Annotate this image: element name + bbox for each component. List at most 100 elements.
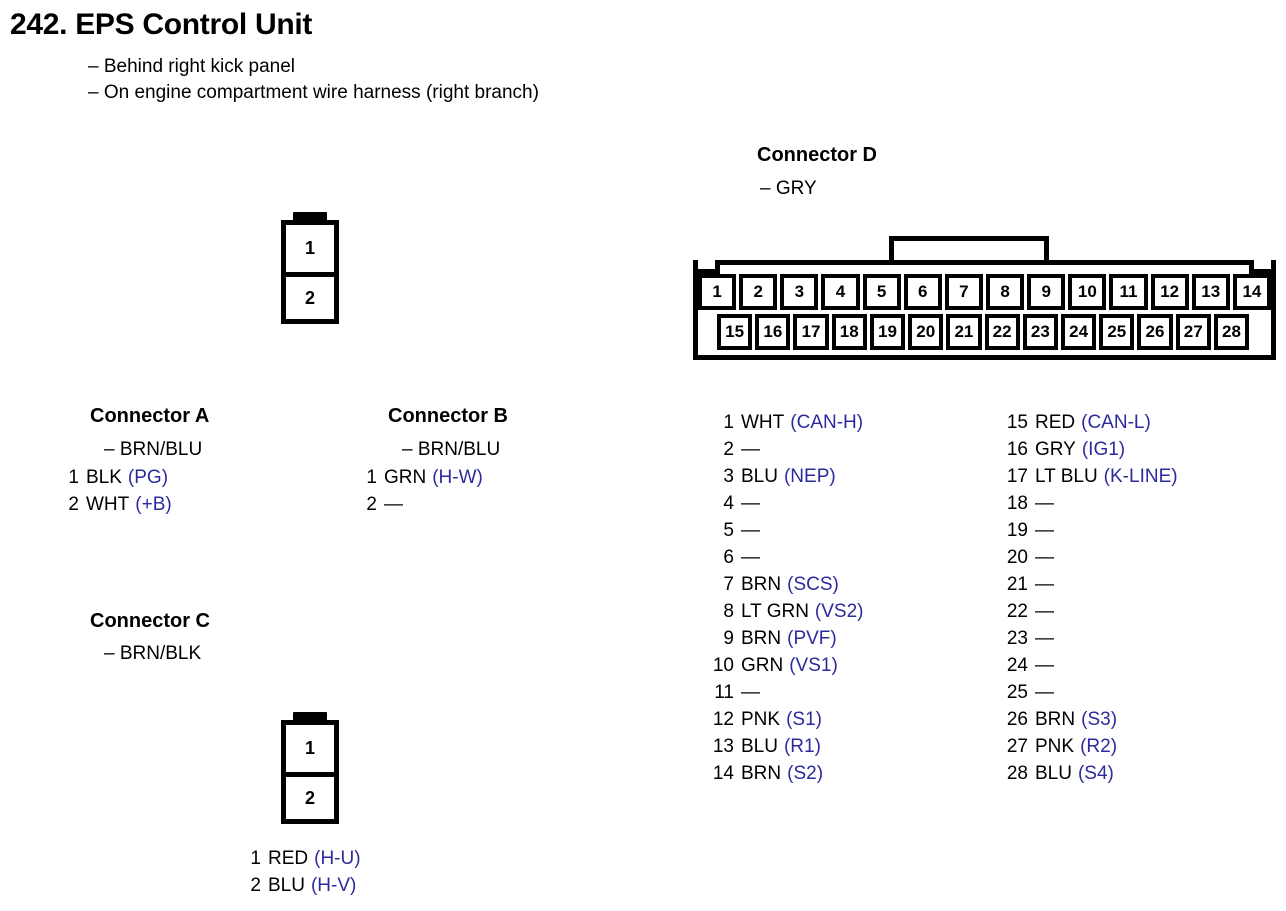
connector-tab <box>293 212 327 220</box>
pin-row: 11— <box>712 679 864 706</box>
pin-circuit-label: (VS1) <box>789 655 838 676</box>
pin-cell: 25 <box>1099 314 1135 350</box>
pin-wire-color: LT BLU <box>1035 466 1098 487</box>
pin-cell: 2 <box>286 772 334 819</box>
pin-cell: 26 <box>1137 314 1173 350</box>
pin-circuit-label: (R1) <box>783 736 821 757</box>
pin-wire-color: BRN <box>1035 709 1076 730</box>
pin-row: 1 BLK (PG) <box>68 464 172 491</box>
pin-cell: 24 <box>1060 314 1097 350</box>
location-note: – Behind right kick panel <box>88 56 296 77</box>
pin-wire-color: — <box>1035 547 1054 568</box>
pin-row: 24 — <box>1006 652 1178 679</box>
pin-row: 23 — <box>1006 625 1178 652</box>
pin-cell: 22 <box>984 314 1020 350</box>
pin-row: 22— <box>1006 598 1178 625</box>
pin-number: 8 <box>723 601 734 622</box>
pin-row: 2 WHT (+B) <box>68 491 172 518</box>
pin-cell: 14 <box>1232 274 1271 310</box>
connector-a-color-note: – BRN/BLU <box>104 439 203 460</box>
pin-cell: 8 <box>985 274 1025 310</box>
pin-number: 18 <box>1006 493 1028 514</box>
connector-d-color-note: – GRY <box>760 178 817 199</box>
pin-row: 19 — <box>1006 517 1178 544</box>
two-pin-connector-diagram-bottom: 1 2 <box>281 712 339 824</box>
pin-row: 2 — <box>366 491 483 518</box>
pin-circuit-label: (S2) <box>787 763 824 784</box>
pin-circuit-label: (SCS) <box>787 574 839 595</box>
pin-number: 4 <box>723 493 734 514</box>
pin-wire-color: — <box>1035 601 1054 622</box>
pin-cell: 11 <box>1109 274 1148 310</box>
pin-circuit-label: (S3) <box>1081 709 1118 730</box>
pin-number: 19 <box>1006 520 1028 541</box>
pin-number: 23 <box>1006 628 1028 649</box>
pin-wire-color: BRN <box>741 763 782 784</box>
pin-wire-color: — <box>741 520 760 541</box>
connector-b-heading: Connector B <box>388 405 508 427</box>
pin-wire-color: GRN <box>384 467 427 488</box>
pin-wire-color: — <box>1035 520 1054 541</box>
location-note: – On engine compartment wire harness (ri… <box>88 82 539 103</box>
pin-number: 25 <box>1006 682 1028 703</box>
connector-a-heading: Connector A <box>90 405 210 427</box>
pin-wire-color: PNK <box>741 709 781 730</box>
pin-wire-color: — <box>1035 574 1054 595</box>
pin-cell: 2 <box>739 274 778 310</box>
pin-wire-color: — <box>1035 628 1054 649</box>
pin-number: 17 <box>1006 466 1028 487</box>
connector-top-edge <box>693 260 1276 265</box>
connector-body: 1 2 <box>281 220 339 324</box>
pin-cell: 20 <box>908 314 944 350</box>
pin-number: 6 <box>723 547 734 568</box>
pin-number: 1 <box>250 848 261 869</box>
pin-cell: 1 <box>286 725 334 772</box>
connector-b-color-note: – BRN/BLU <box>402 439 501 460</box>
pin-cell: 6 <box>903 274 942 310</box>
pin-cell: 16 <box>755 314 791 350</box>
pin-number: 28 <box>1006 763 1028 784</box>
pin-cell: 18 <box>831 314 867 350</box>
pin-row: 2— <box>712 436 864 463</box>
pin-number: 16 <box>1006 439 1028 460</box>
pin-number: 2 <box>68 494 79 515</box>
connector-d-heading: Connector D <box>757 144 877 166</box>
pin-number: 24 <box>1006 655 1028 676</box>
pin-wire-color: — <box>741 547 760 568</box>
pin-row: 1 RED (H-U) <box>250 845 360 872</box>
pin-number: 1 <box>68 467 79 488</box>
connector-d-tab-area <box>693 236 1276 260</box>
pin-number: 12 <box>712 709 734 730</box>
pin-circuit-label: (IG1) <box>1081 439 1126 460</box>
pin-row: 18— <box>1006 490 1178 517</box>
pin-circuit-label: (S4) <box>1077 763 1114 784</box>
keying-notch-left <box>698 260 720 274</box>
connector-tab <box>293 712 327 720</box>
pin-number: 20 <box>1006 547 1028 568</box>
connector-c-pin-list: 1 RED (H-U) 2 BLU (H-V) <box>250 845 360 899</box>
pin-cell: 19 <box>869 314 906 350</box>
pin-circuit-label: (NEP) <box>783 466 836 487</box>
pin-circuit-label: (+B) <box>135 494 172 515</box>
pin-cell: 3 <box>780 274 819 310</box>
pin-number: 2 <box>250 875 261 896</box>
pin-row: 25— <box>1006 679 1178 706</box>
pin-wire-color: WHT <box>86 494 130 515</box>
pin-wire-color: BLU <box>741 466 778 487</box>
pin-wire-color: BLU <box>268 875 305 896</box>
pin-wire-color: — <box>1035 655 1054 676</box>
